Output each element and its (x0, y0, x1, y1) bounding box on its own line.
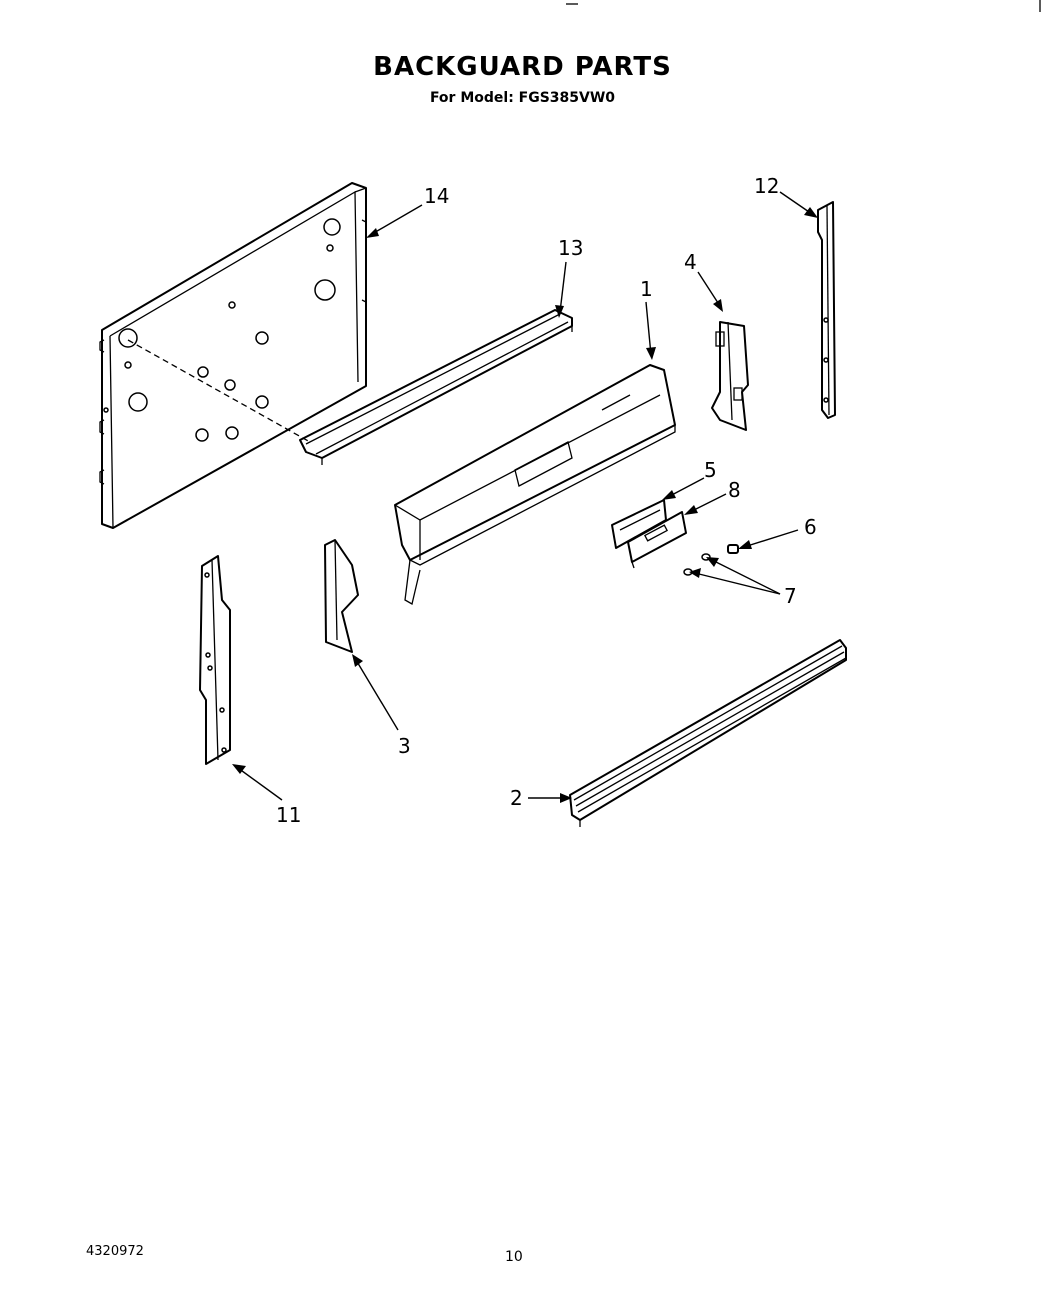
callout-5: 5 (704, 458, 717, 482)
part-2-lower-rail (569, 639, 847, 827)
callout-13: 13 (558, 236, 584, 260)
model-subtitle: For Model: FGS385VW0 (429, 90, 616, 106)
document-number: 4320972 (86, 1244, 144, 1259)
callout-8: 8 (728, 478, 741, 502)
part-3-side-piece (324, 539, 359, 653)
callout-3: 3 (398, 734, 411, 758)
part-11-left-trim (199, 555, 231, 765)
callout-14: 14 (424, 184, 450, 208)
alignment-line (127, 339, 311, 443)
callout-6: 6 (804, 515, 817, 539)
part-8-switch-bracket (627, 511, 687, 569)
leader-lines (232, 191, 818, 803)
callout-11: 11 (276, 803, 302, 827)
callout-12: 12 (754, 174, 780, 198)
part-12-right-trim (817, 201, 836, 419)
callout-1: 1 (640, 277, 653, 301)
callout-4: 4 (684, 250, 697, 274)
part-1-control-panel (394, 364, 676, 605)
page-title: BACKGUARD PARTS (373, 52, 672, 82)
callout-7: 7 (784, 584, 797, 608)
page-number: 10 (505, 1249, 523, 1265)
part-13-trim-strip (299, 309, 573, 465)
callout-2: 2 (510, 786, 523, 810)
part-4-side-bracket (711, 321, 749, 431)
part-14-rear-panel (99, 182, 367, 529)
part-6-knob (727, 544, 739, 554)
